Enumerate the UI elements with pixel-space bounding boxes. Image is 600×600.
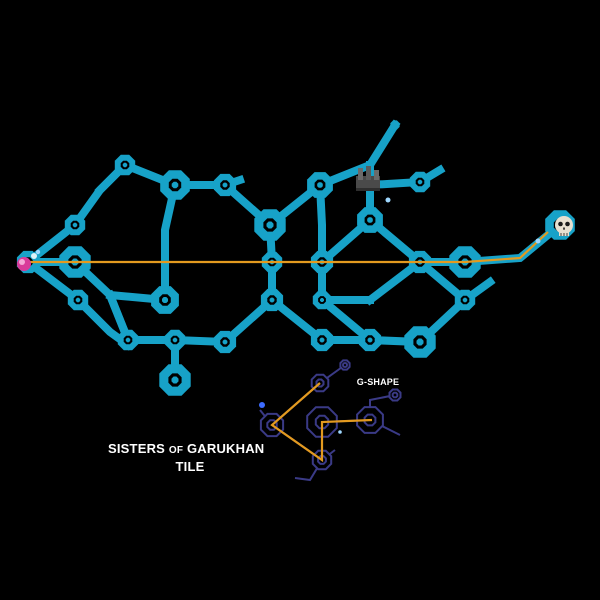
dungeon-room: [358, 328, 382, 352]
dungeon-room: [357, 207, 383, 233]
dungeon-room: [67, 289, 89, 311]
dungeon-room: [114, 154, 136, 176]
dungeon-room: [164, 329, 186, 351]
dungeon-room: [64, 214, 86, 236]
dungeon-corridors: [22, 119, 566, 384]
ruins-icon: [356, 166, 380, 191]
dungeon-room: [404, 326, 436, 358]
minimap-room: [339, 359, 351, 371]
dungeon-room: [310, 328, 334, 352]
dungeon-room: [117, 329, 139, 351]
dungeon-room: [254, 209, 286, 241]
tile-subtitle: TILE: [175, 459, 205, 474]
dungeon-room: [307, 172, 333, 198]
dungeon-room: [409, 171, 431, 193]
dungeon-room: [260, 288, 284, 312]
main-route-line: [28, 231, 549, 264]
dungeon-room: [213, 173, 237, 197]
waypoint-marker-icon: [259, 402, 342, 434]
minimap-label: G-SHAPE: [356, 377, 400, 387]
tile-title: SISTERS OF GARUKHAN: [108, 441, 265, 456]
dungeon-room: [213, 330, 237, 354]
pink-portal-icon: [17, 253, 37, 271]
minimap-route-line: [270, 382, 373, 463]
minimap-room: [388, 388, 402, 402]
waypoint-marker-icon: [35, 197, 541, 255]
dungeon-room: [390, 120, 400, 130]
dungeon-room: [312, 290, 332, 310]
dungeon-room: [159, 364, 191, 396]
dungeon-room: [454, 289, 476, 311]
dungeon-room: [160, 170, 190, 200]
skull-icon: [555, 216, 573, 236]
dungeon-room: [151, 286, 179, 314]
